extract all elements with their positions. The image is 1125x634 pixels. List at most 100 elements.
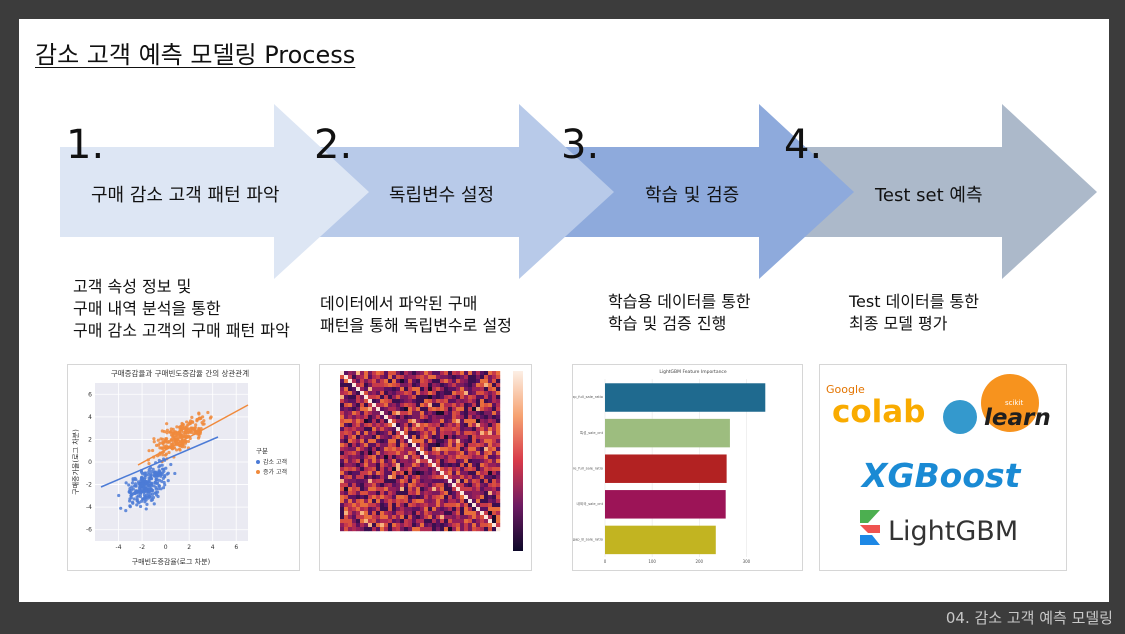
heatmap-cell — [436, 499, 441, 504]
heatmap-cell — [496, 471, 501, 476]
heatmap-cell — [444, 447, 449, 452]
heatmap-cell — [376, 415, 381, 420]
heatmap-cell — [384, 471, 389, 476]
heatmap-cell — [360, 411, 365, 416]
bar-x-tick: 200 — [695, 559, 703, 564]
heatmap-cell — [352, 511, 357, 516]
heatmap-cell — [356, 527, 361, 532]
heatmap-cell — [400, 375, 405, 380]
heatmap-cell — [484, 383, 489, 388]
heatmap-cell — [472, 435, 477, 440]
heatmap-cell — [484, 455, 489, 460]
scatter-point — [159, 487, 163, 491]
heatmap-cell — [440, 459, 445, 464]
heatmap-cell — [464, 419, 469, 424]
heatmap-cell — [468, 527, 473, 532]
heatmap-cell — [348, 527, 353, 532]
heatmap-cell — [364, 527, 369, 532]
heatmap-cell — [476, 399, 481, 404]
heatmap-cell — [476, 471, 481, 476]
heatmap-cell — [436, 399, 441, 404]
heatmap-cell — [348, 435, 353, 440]
heatmap-cell — [376, 483, 381, 488]
heatmap-cell — [348, 423, 353, 428]
scatter-point — [157, 484, 161, 488]
heatmap-cell — [364, 439, 369, 444]
scatter-point — [157, 465, 161, 469]
step-4-number: 4. — [784, 122, 823, 168]
heatmap-cell — [356, 503, 361, 508]
heatmap-cell — [416, 467, 421, 472]
heatmap-cell — [484, 443, 489, 448]
heatmap-cell — [432, 487, 437, 492]
heatmap-cell — [484, 519, 489, 524]
heatmap-cell — [436, 487, 441, 492]
heatmap-cell — [380, 423, 385, 428]
heatmap-cell — [444, 435, 449, 440]
heatmap-cell — [432, 439, 437, 444]
heatmap-cell — [408, 467, 413, 472]
heatmap-cell — [428, 495, 433, 500]
heatmap-cell — [472, 419, 477, 424]
heatmap-cell — [412, 479, 417, 484]
heatmap-cell — [384, 435, 389, 440]
heatmap-cell — [380, 511, 385, 516]
scatter-point — [152, 440, 156, 444]
heatmap-cell — [376, 515, 381, 520]
heatmap-cell — [412, 475, 417, 480]
heatmap-cell — [348, 391, 353, 396]
heatmap-cell — [440, 371, 445, 376]
heatmap-cell — [476, 507, 481, 512]
heatmap-cell — [364, 375, 369, 380]
heatmap-cell — [428, 383, 433, 388]
heatmap-cell — [428, 483, 433, 488]
heatmap-cell — [400, 379, 405, 384]
heatmap-cell — [492, 431, 497, 436]
heatmap-cell — [492, 459, 497, 464]
heatmap-cell — [412, 527, 417, 532]
heatmap-cell — [484, 495, 489, 500]
heatmap-cell — [468, 427, 473, 432]
heatmap-cell — [436, 423, 441, 428]
heatmap-cell — [456, 431, 461, 436]
heatmap-cell — [456, 483, 461, 488]
heatmap-cell — [492, 383, 497, 388]
heatmap-cell — [392, 447, 397, 452]
heatmap-cell — [392, 379, 397, 384]
heatmap-cell — [396, 399, 401, 404]
heatmap-cell — [424, 423, 429, 428]
heatmap-cell — [476, 527, 481, 532]
scatter-point — [166, 478, 170, 483]
heatmap-cell — [372, 527, 377, 532]
heatmap-cell — [456, 491, 461, 496]
scatter-point — [146, 496, 150, 500]
heatmap-cell — [484, 527, 489, 532]
heatmap-cell — [496, 487, 501, 492]
heatmap-cell — [424, 435, 429, 440]
heatmap-cell — [428, 391, 433, 396]
heatmap-cell — [396, 375, 401, 380]
heatmap-cell — [432, 387, 437, 392]
heatmap-cell — [424, 391, 429, 396]
heatmap-cell — [384, 515, 389, 520]
heatmap-cell — [408, 415, 413, 420]
heatmap-cell — [436, 527, 441, 532]
heatmap-cell — [416, 371, 421, 376]
heatmap-cell — [368, 443, 373, 448]
heatmap-cell — [476, 515, 481, 520]
heatmap-cell — [468, 403, 473, 408]
scatter-point — [128, 497, 132, 501]
heatmap-cell — [432, 383, 437, 388]
heatmap-cell — [404, 491, 409, 496]
heatmap-cell — [440, 463, 445, 468]
scatter-point — [144, 490, 149, 494]
heatmap-cell — [492, 455, 497, 460]
heatmap-cell — [356, 395, 361, 400]
x-tick-label: 4 — [211, 544, 215, 551]
heatmap-cell — [340, 387, 345, 392]
heatmap-cell — [364, 423, 369, 428]
heatmap-cell — [496, 503, 501, 508]
heatmap-cell — [480, 439, 485, 444]
heatmap-cell — [488, 515, 493, 520]
